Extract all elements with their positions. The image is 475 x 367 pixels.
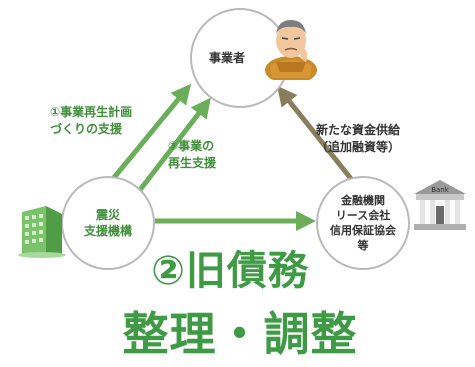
bank-sign: Bank <box>431 186 450 194</box>
node-business-label: 事業者 <box>208 51 245 65</box>
label-rebuild-support: ③事業の 再生支援 <box>168 139 217 170</box>
node-financial-label: 金融機関 リース会社 信用保証協会 等 <box>330 194 396 252</box>
headline-line1: ②旧債務 <box>151 248 309 294</box>
arrow-rebuild-support <box>138 97 211 192</box>
label-plan-support: ①事業再生計画 づくりの支援 <box>50 105 133 136</box>
bank-icon: Bank <box>414 180 466 230</box>
headline-line2: 整理・調整 <box>122 307 358 361</box>
label-new-funding: 新たな資金供給 （追加融資等） <box>316 123 401 154</box>
node-financial: 金融機関 リース会社 信用保証協会 等 <box>316 176 410 270</box>
worried-businessman-icon <box>265 20 317 80</box>
green-building-icon <box>18 206 66 258</box>
node-business: 事業者 <box>190 8 290 108</box>
arrow-plan-support <box>110 83 192 182</box>
node-support-org-label: 震災 支援機構 <box>83 208 132 238</box>
arrow-new-funding <box>277 85 354 182</box>
